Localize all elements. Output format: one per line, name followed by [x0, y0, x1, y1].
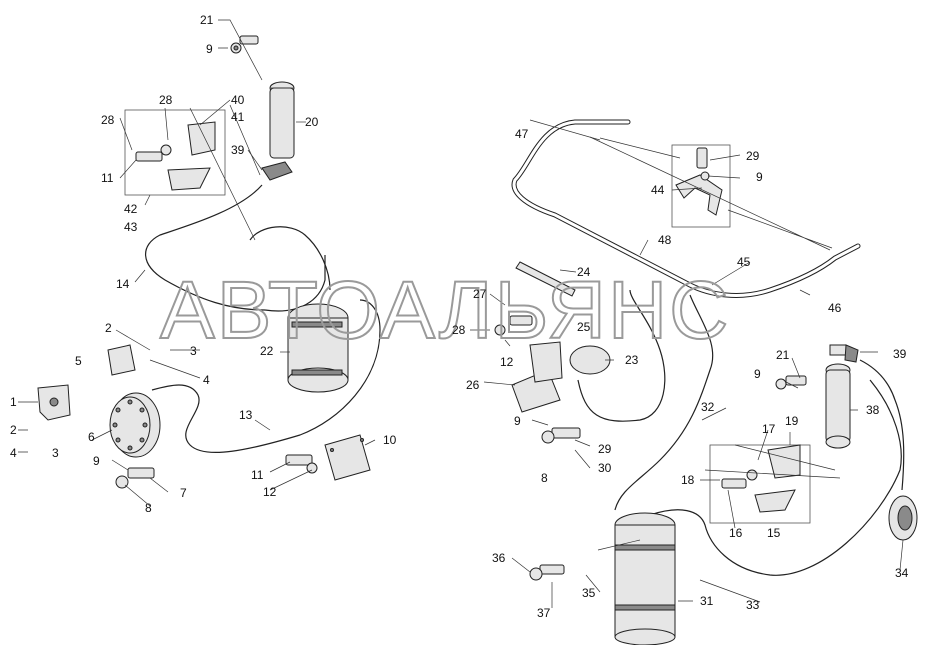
callout-47: 47 [515, 127, 529, 141]
bolt-kit-29-30 [541, 427, 581, 444]
callout-23: 23 [625, 353, 639, 367]
callout-9-b: 9 [93, 454, 100, 468]
callout-4: 4 [203, 373, 210, 387]
callout-9-c: 9 [756, 170, 763, 184]
callout-28: 28 [159, 93, 173, 107]
callout-13: 13 [239, 408, 253, 422]
callout-9-d: 9 [754, 367, 761, 381]
watermark-text: АВТОАЛЬЯНС [160, 265, 730, 356]
cylinder-38 [825, 344, 859, 449]
callout-27: 27 [473, 287, 487, 301]
callout-17: 17 [762, 422, 776, 436]
callout-34: 34 [895, 566, 909, 580]
leader-lines [18, 19, 904, 608]
clamp-kit-15-19 [709, 444, 811, 524]
callout-39: 39 [231, 143, 245, 157]
callout-22: 22 [260, 344, 274, 358]
clamp-kit-40-43 [124, 109, 226, 196]
callout-labels: 21 9 20 28 40 41 28 39 11 42 43 14 2 5 3… [10, 13, 909, 620]
callout-2-b: 2 [10, 423, 17, 437]
callout-43: 43 [124, 220, 138, 234]
bolt-kit-35-37 [529, 564, 565, 581]
callout-35: 35 [582, 586, 596, 600]
bracket-44 [671, 144, 731, 228]
callout-24: 24 [577, 265, 591, 279]
callout-6: 6 [88, 430, 95, 444]
callout-31: 31 [700, 594, 714, 608]
callout-45: 45 [737, 255, 751, 269]
callout-20: 20 [305, 115, 319, 129]
callout-32: 32 [701, 400, 715, 414]
callout-16: 16 [729, 526, 743, 540]
callout-5: 5 [75, 354, 82, 368]
receiver-31 [614, 512, 676, 645]
callout-33: 33 [746, 598, 760, 612]
callout-2: 2 [105, 321, 112, 335]
callout-44: 44 [651, 183, 665, 197]
bolt-7 [115, 467, 155, 489]
callout-40: 40 [231, 93, 245, 107]
callout-1: 1 [10, 395, 17, 409]
bolt-21-top [230, 35, 259, 54]
bracket-1 [37, 384, 71, 421]
callout-38: 38 [866, 403, 880, 417]
bolt-21-right [775, 375, 807, 390]
callout-26: 26 [466, 378, 480, 392]
callout-37: 37 [537, 606, 551, 620]
callout-29: 29 [746, 149, 760, 163]
callout-12-b: 12 [500, 355, 514, 369]
callout-11-b: 11 [251, 468, 264, 482]
callout-14: 14 [116, 277, 130, 291]
callout-41: 41 [231, 110, 245, 124]
callout-19: 19 [785, 414, 799, 428]
pipe-network [145, 119, 905, 576]
callout-39-b: 39 [893, 347, 907, 361]
callout-12: 12 [263, 485, 277, 499]
callout-29-b: 29 [598, 442, 612, 456]
callout-8: 8 [145, 501, 152, 515]
pulley-6 [109, 392, 161, 458]
cylinder-20 [261, 81, 295, 181]
clamp-5 [107, 344, 136, 376]
callout-9-e: 9 [514, 414, 521, 428]
callout-21-b: 21 [776, 348, 790, 362]
callout-11: 11 [101, 171, 114, 185]
callout-21: 21 [200, 13, 214, 27]
bracket-26-23 [494, 261, 611, 413]
callout-7: 7 [180, 486, 187, 500]
plate-10 [324, 434, 371, 481]
callout-3: 3 [190, 344, 197, 358]
receiver-22 [287, 303, 349, 393]
bolt-11-lower [285, 454, 318, 474]
callout-3-b: 3 [52, 446, 59, 460]
callout-8-b: 8 [541, 471, 548, 485]
callout-25: 25 [577, 320, 591, 334]
callout-15: 15 [767, 526, 781, 540]
callout-28-c: 28 [452, 323, 466, 337]
callout-9: 9 [206, 42, 213, 56]
callout-28-b: 28 [101, 113, 115, 127]
pulley-34 [888, 495, 918, 541]
callout-46: 46 [828, 301, 842, 315]
callout-18: 18 [681, 473, 695, 487]
callout-10: 10 [383, 433, 397, 447]
callout-30: 30 [598, 461, 612, 475]
callout-36: 36 [492, 551, 506, 565]
callout-42: 42 [124, 202, 138, 216]
callout-48: 48 [658, 233, 672, 247]
callout-4-b: 4 [10, 446, 17, 460]
